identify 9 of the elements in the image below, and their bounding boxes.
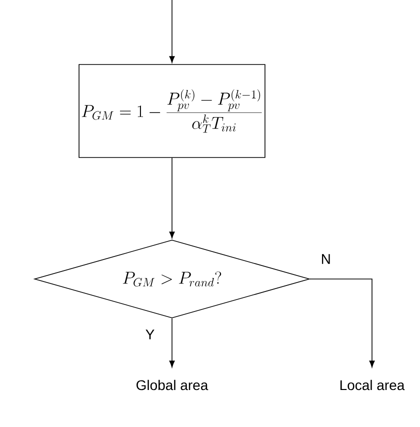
arrow: [310, 278, 375, 368]
outcome-label: Global area: [136, 380, 208, 390]
edge-label: N: [320, 253, 332, 265]
arrow: [169, 56, 175, 63]
edge-label: Y: [144, 328, 156, 340]
outcome-label: Local area: [340, 380, 405, 390]
arrow: [169, 318, 175, 368]
arrow: [169, 158, 175, 238]
formula-box: $P_{GM} = 1 - \frac{P_{pv}^{(k)} - P_{pv}^{(k-1)}}{\alpha_T^{k} T_{ini}}$: [78, 64, 266, 158]
